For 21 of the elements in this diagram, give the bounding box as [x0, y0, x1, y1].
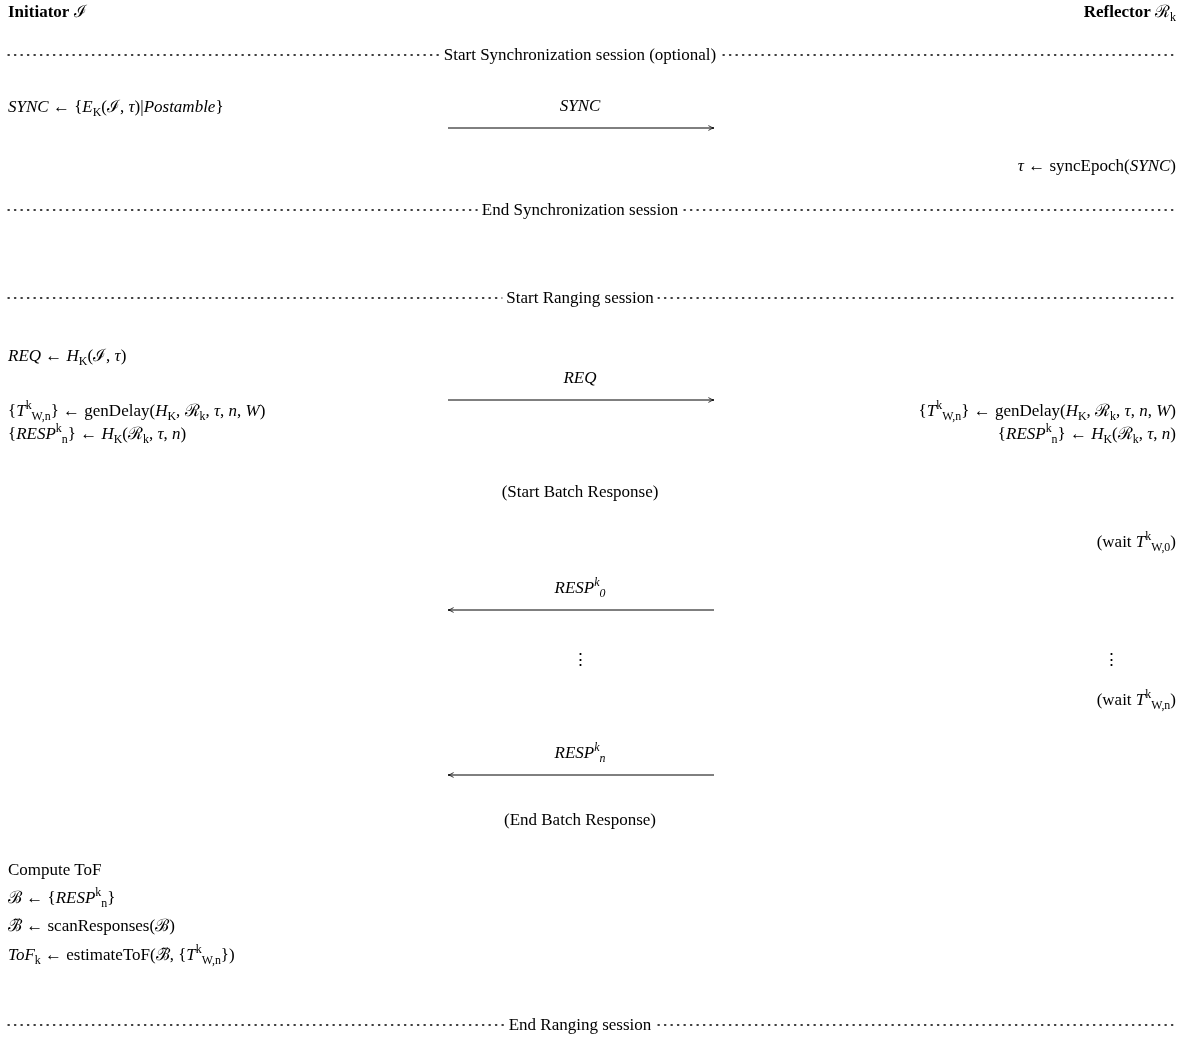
formula: REQ ← H$_{K}$(ℐ, τ) [8, 345, 127, 367]
formula: SYNC ← {E$_{K}$(ℐ, τ)|Postamble} [8, 96, 224, 118]
step-heading: Compute ToF [8, 859, 102, 881]
wait-note: (wait T$^{k}$$_{W,0}$) [1096, 531, 1176, 553]
vertical-ellipsis: ⋮ [571, 649, 589, 671]
reflector-heading: Reflector ℛ$_{k}$ [1083, 1, 1176, 23]
vertical-ellipsis: ⋮ [1103, 649, 1120, 671]
formula: ℬ̃ ← scanResponses(ℬ) [8, 915, 175, 937]
formula: {RESP$^{k}$$_{n}$} ← H$_{K}$(ℛ$_{k}$, τ, n) [997, 423, 1176, 445]
phase-note: (Start Batch Response) [501, 481, 659, 503]
message-label: SYNC [559, 95, 601, 117]
initiator-heading: Initiator ℐ [8, 1, 87, 23]
wait-note: (wait T$^{k}$$_{W,n}$) [1096, 689, 1176, 711]
phase-note: (End Batch Response) [504, 809, 656, 831]
formula: {RESP$^{k}$$_{n}$} ← H$_{K}$(ℛ$_{k}$, τ, n) [8, 423, 187, 445]
message-label: REQ [563, 367, 597, 389]
formula: {T$^{k}$$_{W,n}$} ← genDelay(H$_{K}$, ℛ$_{k}$, τ, n, W) [918, 400, 1176, 422]
formula: ℬ ← {RESP$^{k}$$_{n}$} [8, 887, 116, 909]
formula: {T$^{k}$$_{W,n}$} ← genDelay(H$_{K}$, ℛ$_{k}$, τ, n, W) [8, 400, 266, 422]
formula: ToF$_{k}$ ← estimateToF(ℬ̃, {T$^{k}$$_{W,n}$}) [8, 944, 235, 966]
formula: τ ← syncEpoch(SYNC) [1017, 155, 1176, 177]
